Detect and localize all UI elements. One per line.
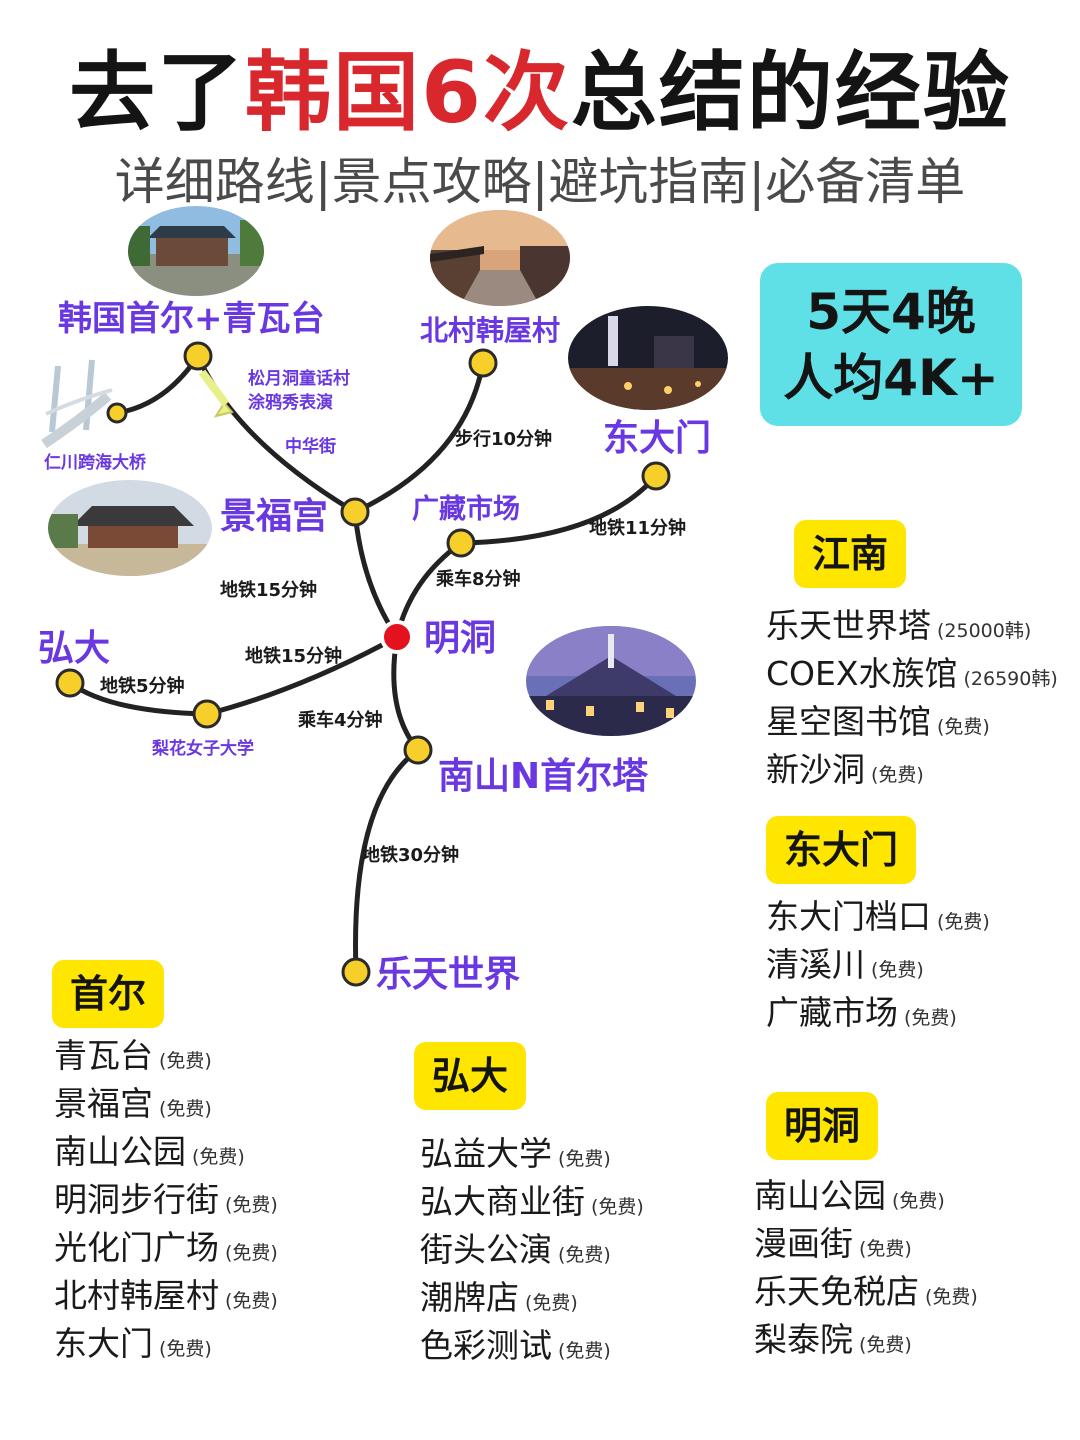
stop-marker xyxy=(403,735,433,765)
stop-label-dongdaemun: 东大门 xyxy=(603,418,711,459)
list-item: 星空图书馆(免费) xyxy=(766,702,990,741)
list-item: 景福宫(免费) xyxy=(54,1084,212,1123)
stop-marker xyxy=(468,348,498,378)
list-item: 光化门广场(免费) xyxy=(54,1228,278,1267)
list-dongdaemun: 东大门档口(免费) 清溪川(免费) 广藏市场(免费) xyxy=(766,893,990,1037)
leg-label: 乘车8分钟 xyxy=(435,568,521,590)
list-item: 梨泰院(免费) xyxy=(754,1320,912,1359)
leg-label: 步行10分钟 xyxy=(455,428,552,450)
route-line xyxy=(353,747,421,975)
page-title: 去了韩国6次总结的经验 xyxy=(0,22,1080,147)
leg-label: 地铁11分钟 xyxy=(589,517,686,539)
trip-summary-badge: 5天4晚 人均4K+ xyxy=(760,263,1022,426)
leg-label: 地铁5分钟 xyxy=(100,675,185,697)
route-line xyxy=(352,360,486,515)
route-line xyxy=(114,353,201,416)
stop-label-lotteworld: 乐天世界 xyxy=(376,954,520,995)
center-stop-marker xyxy=(380,620,414,654)
dongdaemun-night-photo xyxy=(568,306,728,410)
section-tag-hongdae: 弘大 xyxy=(414,1042,527,1110)
list-item: 清溪川(免费) xyxy=(766,945,924,984)
leg-label: 地铁15分钟 xyxy=(245,645,342,667)
stop-marker xyxy=(446,528,476,558)
leg-label: 地铁15分钟 xyxy=(220,579,317,601)
list-item: 明洞步行街(免费) xyxy=(54,1180,278,1219)
stop-label-namsan: 南山N首尔塔 xyxy=(438,756,649,797)
list-item: 弘益大学(免费) xyxy=(420,1134,611,1173)
list-myeongdong: 南山公园(免费) 漫画街(免费) 乐天免税店(免费) 梨泰院(免费) xyxy=(754,1172,978,1364)
list-item: 青瓦台(免费) xyxy=(54,1036,212,1075)
section-tag-dongdaemun: 东大门 xyxy=(766,816,917,884)
list-hongdae: 弘益大学(免费) 弘大商业街(免费) 街头公演(免费) 潮牌店(免费) 色彩测试… xyxy=(420,1130,644,1370)
stop-marker xyxy=(106,402,128,424)
list-item: 乐天免税店(免费) xyxy=(754,1272,978,1311)
section-tag-myeongdong: 明洞 xyxy=(766,1092,879,1160)
list-item: 街头公演(免费) xyxy=(420,1230,611,1269)
list-item: 东大门(免费) xyxy=(54,1324,212,1363)
stop-marker xyxy=(341,957,371,987)
route-map: 韩国首尔+青瓦台 北村韩屋村 东大门 景福宫 广藏市场 明洞 弘大 南山N首尔塔… xyxy=(38,299,711,995)
page-subtitle: 详细路线|景点攻略|避坑指南|必备清单 xyxy=(114,153,966,211)
route-line xyxy=(204,634,400,717)
leg-label: 乘车4分钟 xyxy=(297,709,383,731)
title-highlight: 韩国6次 xyxy=(245,43,571,143)
note-songwol: 松月洞童话村 xyxy=(248,368,350,389)
list-item: 南山公园(免费) xyxy=(54,1132,245,1171)
trip-duration: 5天4晚 xyxy=(806,283,976,341)
stop-label-incheon-bridge: 仁川跨海大桥 xyxy=(44,452,147,473)
stop-marker xyxy=(55,668,85,698)
note-chinatown: 中华街 xyxy=(285,436,336,457)
stop-label-myeongdong: 明洞 xyxy=(424,618,496,659)
stop-label-ewha: 梨花女子大学 xyxy=(151,738,254,759)
title-part-2: 总结的经验 xyxy=(570,43,1011,143)
stop-marker xyxy=(641,461,671,491)
list-item: 漫画街(免费) xyxy=(754,1224,912,1263)
stop-marker xyxy=(340,497,370,527)
stop-label-gwangjang: 广藏市场 xyxy=(412,493,520,525)
list-item: 东大门档口(免费) xyxy=(766,897,990,936)
stop-marker xyxy=(192,699,222,729)
leg-label: 地铁30分钟 xyxy=(362,844,459,866)
section-tag-seoul: 首尔 xyxy=(52,960,165,1028)
blue-house-photo xyxy=(128,206,264,296)
list-item: 广藏市场(免费) xyxy=(766,993,957,1032)
list-item: 南山公园(免费) xyxy=(754,1176,945,1215)
list-seoul: 青瓦台(免费) 景福宫(免费) 南山公园(免费) 明洞步行街(免费) 光化门广场… xyxy=(54,1032,278,1368)
list-item: 弘大商业街(免费) xyxy=(420,1182,644,1221)
stop-label-gyeongbokgung: 景福宫 xyxy=(220,496,328,537)
route-line xyxy=(352,509,400,640)
list-item: 潮牌店(免费) xyxy=(420,1278,578,1317)
stop-label-hongdae: 弘大 xyxy=(38,628,110,669)
list-item: 色彩测试(免费) xyxy=(420,1326,611,1365)
stop-label-seoul: 韩国首尔+青瓦台 xyxy=(58,299,325,339)
stop-marker xyxy=(183,341,213,371)
stop-label-bukchon: 北村韩屋村 xyxy=(420,314,560,347)
list-item: 乐天世界塔(25000韩) xyxy=(766,606,1032,645)
gyeongbokgung-photo xyxy=(48,480,212,576)
list-item: 新沙洞(免费) xyxy=(766,750,924,789)
section-tag-gangnam: 江南 xyxy=(794,520,907,588)
list-item: COEX水族馆(26590韩) xyxy=(766,654,1058,693)
route-line xyxy=(458,473,659,546)
trip-budget: 人均4K+ xyxy=(783,349,999,407)
note-mural: 涂鸦秀表演 xyxy=(248,392,333,413)
list-gangnam: 乐天世界塔(25000韩) COEX水族馆(26590韩) 星空图书馆(免费) … xyxy=(766,602,1058,794)
list-item: 北村韩屋村(免费) xyxy=(54,1276,278,1315)
title-part-1: 去了 xyxy=(69,43,246,143)
bridge-icon xyxy=(41,359,113,449)
